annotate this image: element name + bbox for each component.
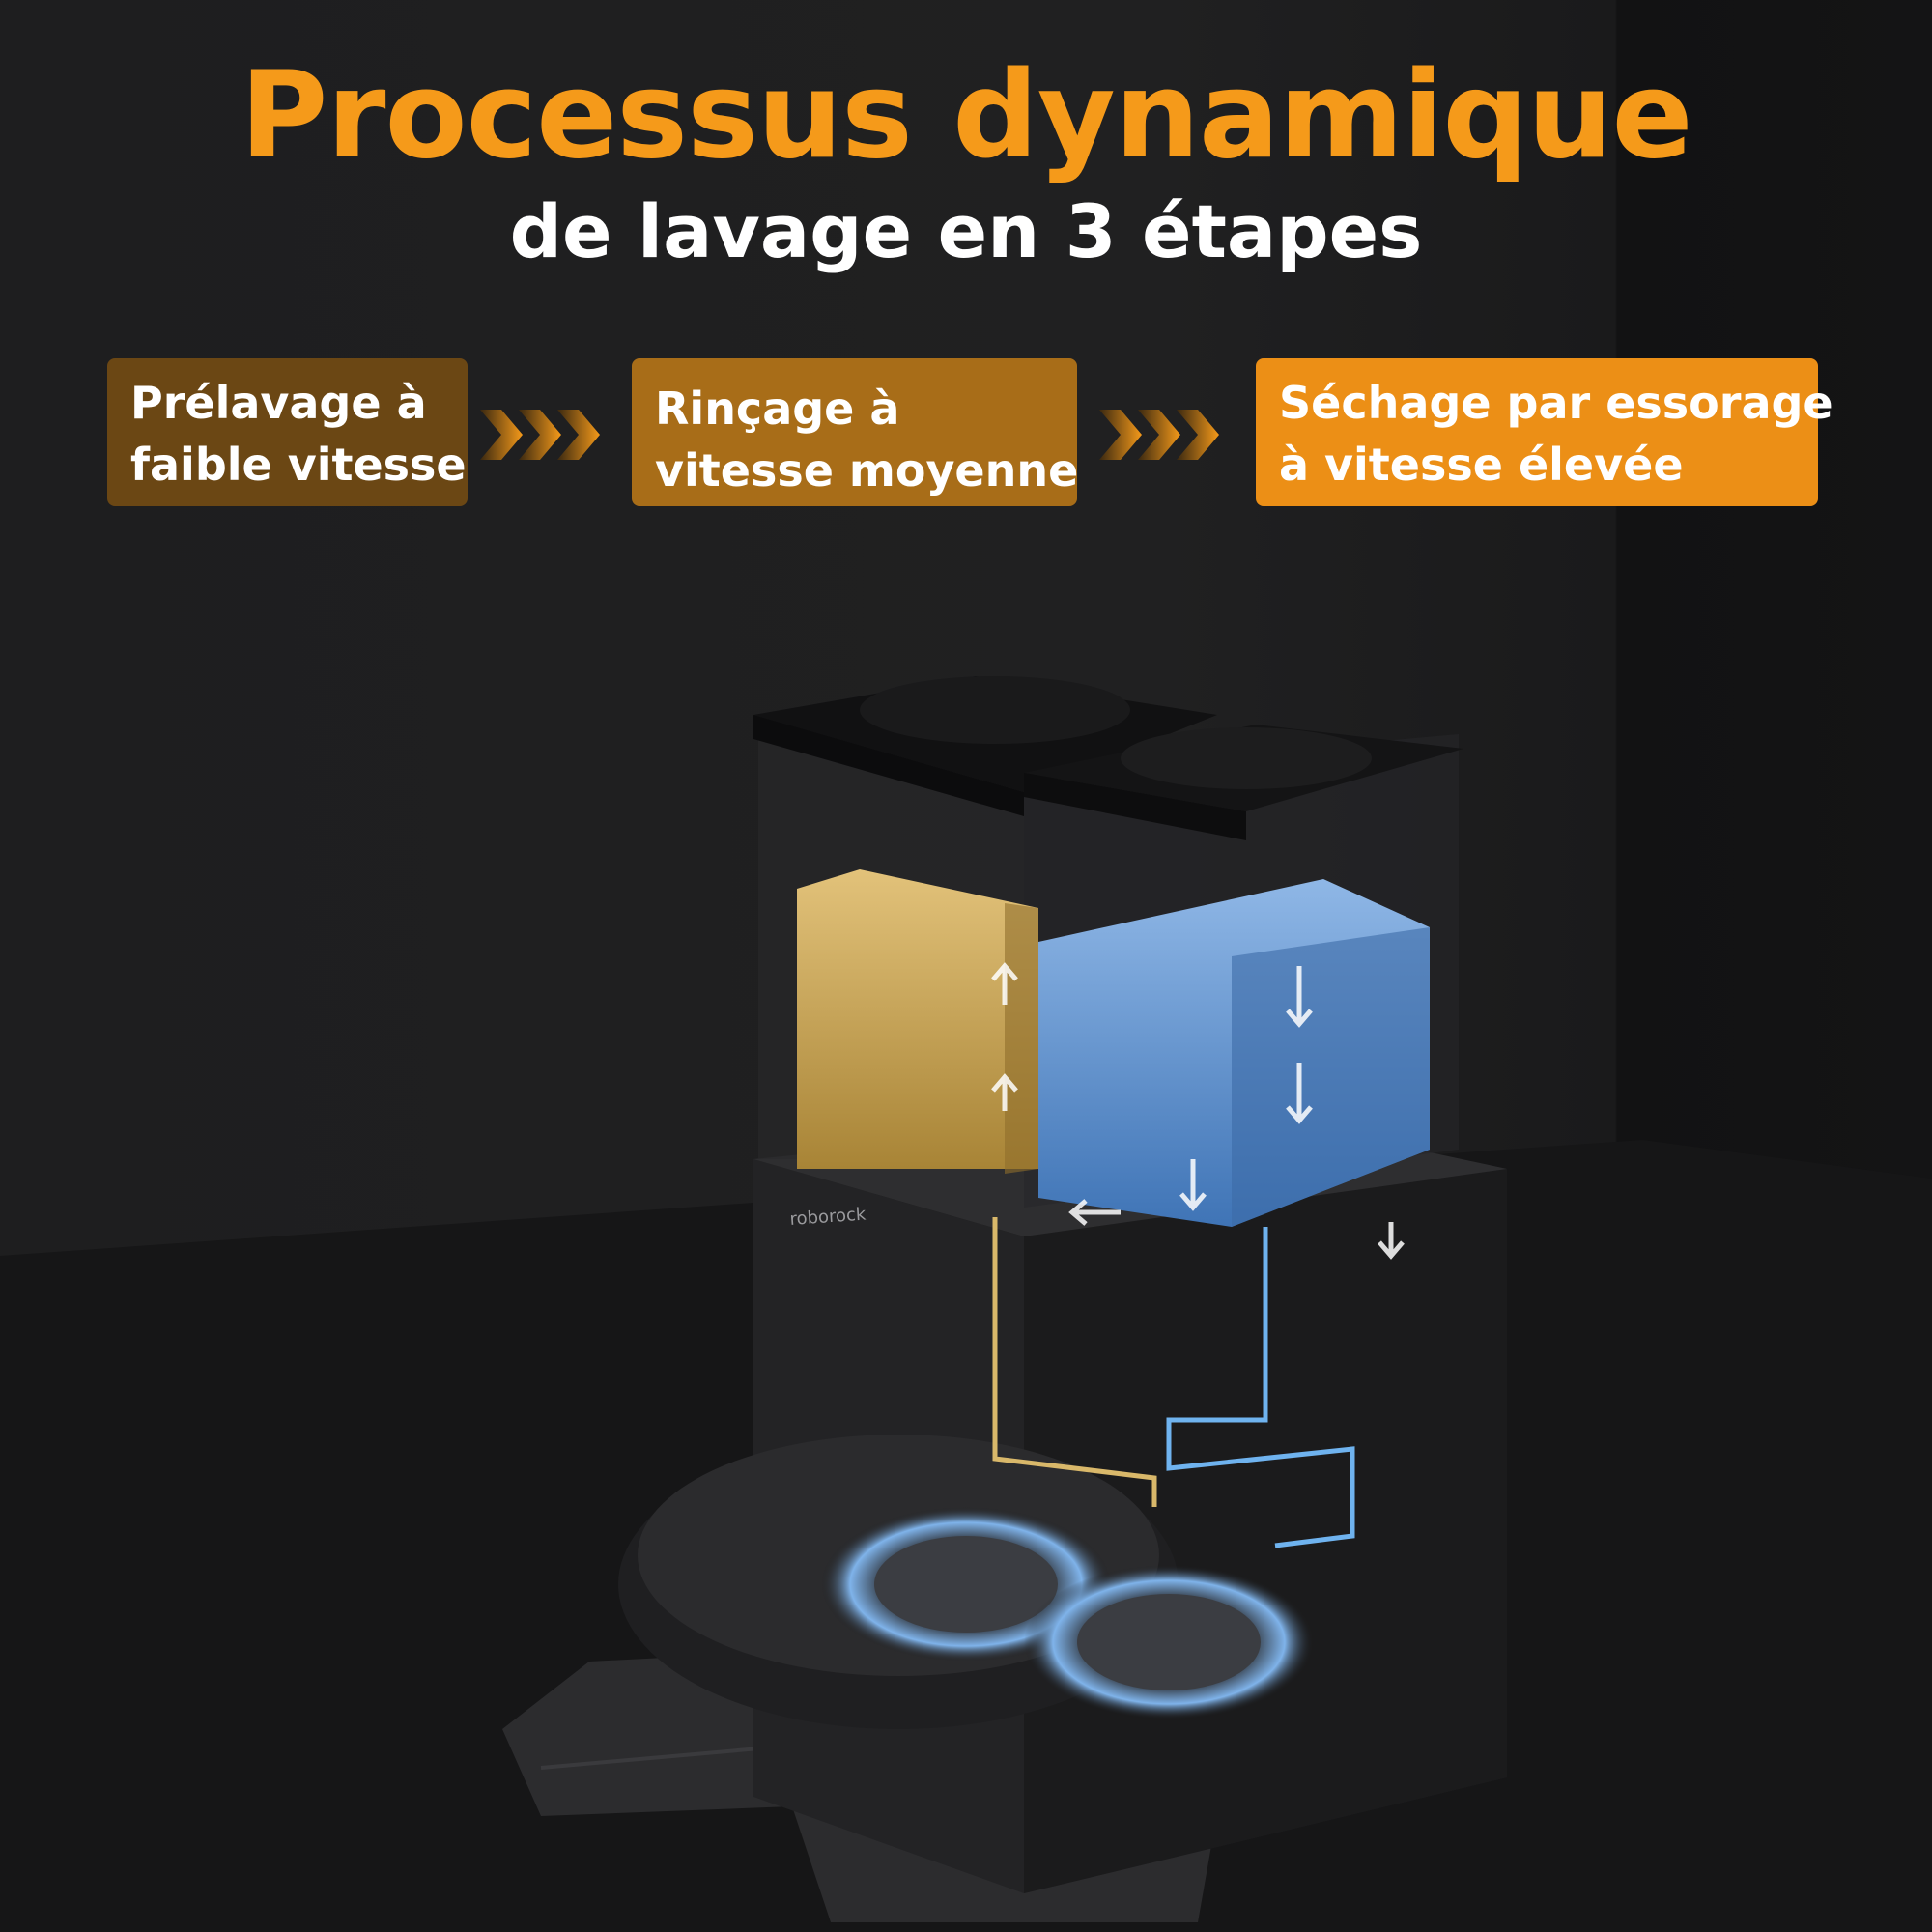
step-rinse-line1: Rinçage à (655, 383, 900, 435)
step-prewash: Prélavage à faible vitesse (107, 358, 468, 506)
flow-arrow-icon (991, 962, 1405, 1260)
step-rinse-line2: vitesse moyenne (655, 444, 1079, 497)
step-spin-dry-line1: Séchage par essorage (1279, 377, 1833, 429)
dirty-water-tube (992, 1217, 1157, 1507)
docking-station-illustration: roborock (502, 676, 1507, 1922)
step-spin-dry: Séchage par essorage à vitesse élevée (1256, 358, 1833, 506)
chevrons-right-icon (480, 410, 600, 460)
step-prewash-line2: faible vitesse (130, 439, 467, 491)
step-spin-dry-line2: à vitesse élevée (1279, 439, 1684, 491)
clean-water-tube (1166, 1227, 1355, 1548)
step-prewash-line1: Prélavage à (130, 377, 427, 429)
step-rinse: Rinçage à vitesse moyenne (632, 358, 1079, 506)
dirty-water-tank (797, 869, 1038, 1169)
chevrons-right-icon (1099, 410, 1219, 460)
page-subtitle: de lavage en 3 étapes (509, 188, 1423, 274)
page-title: Processus dynamique (240, 46, 1692, 185)
